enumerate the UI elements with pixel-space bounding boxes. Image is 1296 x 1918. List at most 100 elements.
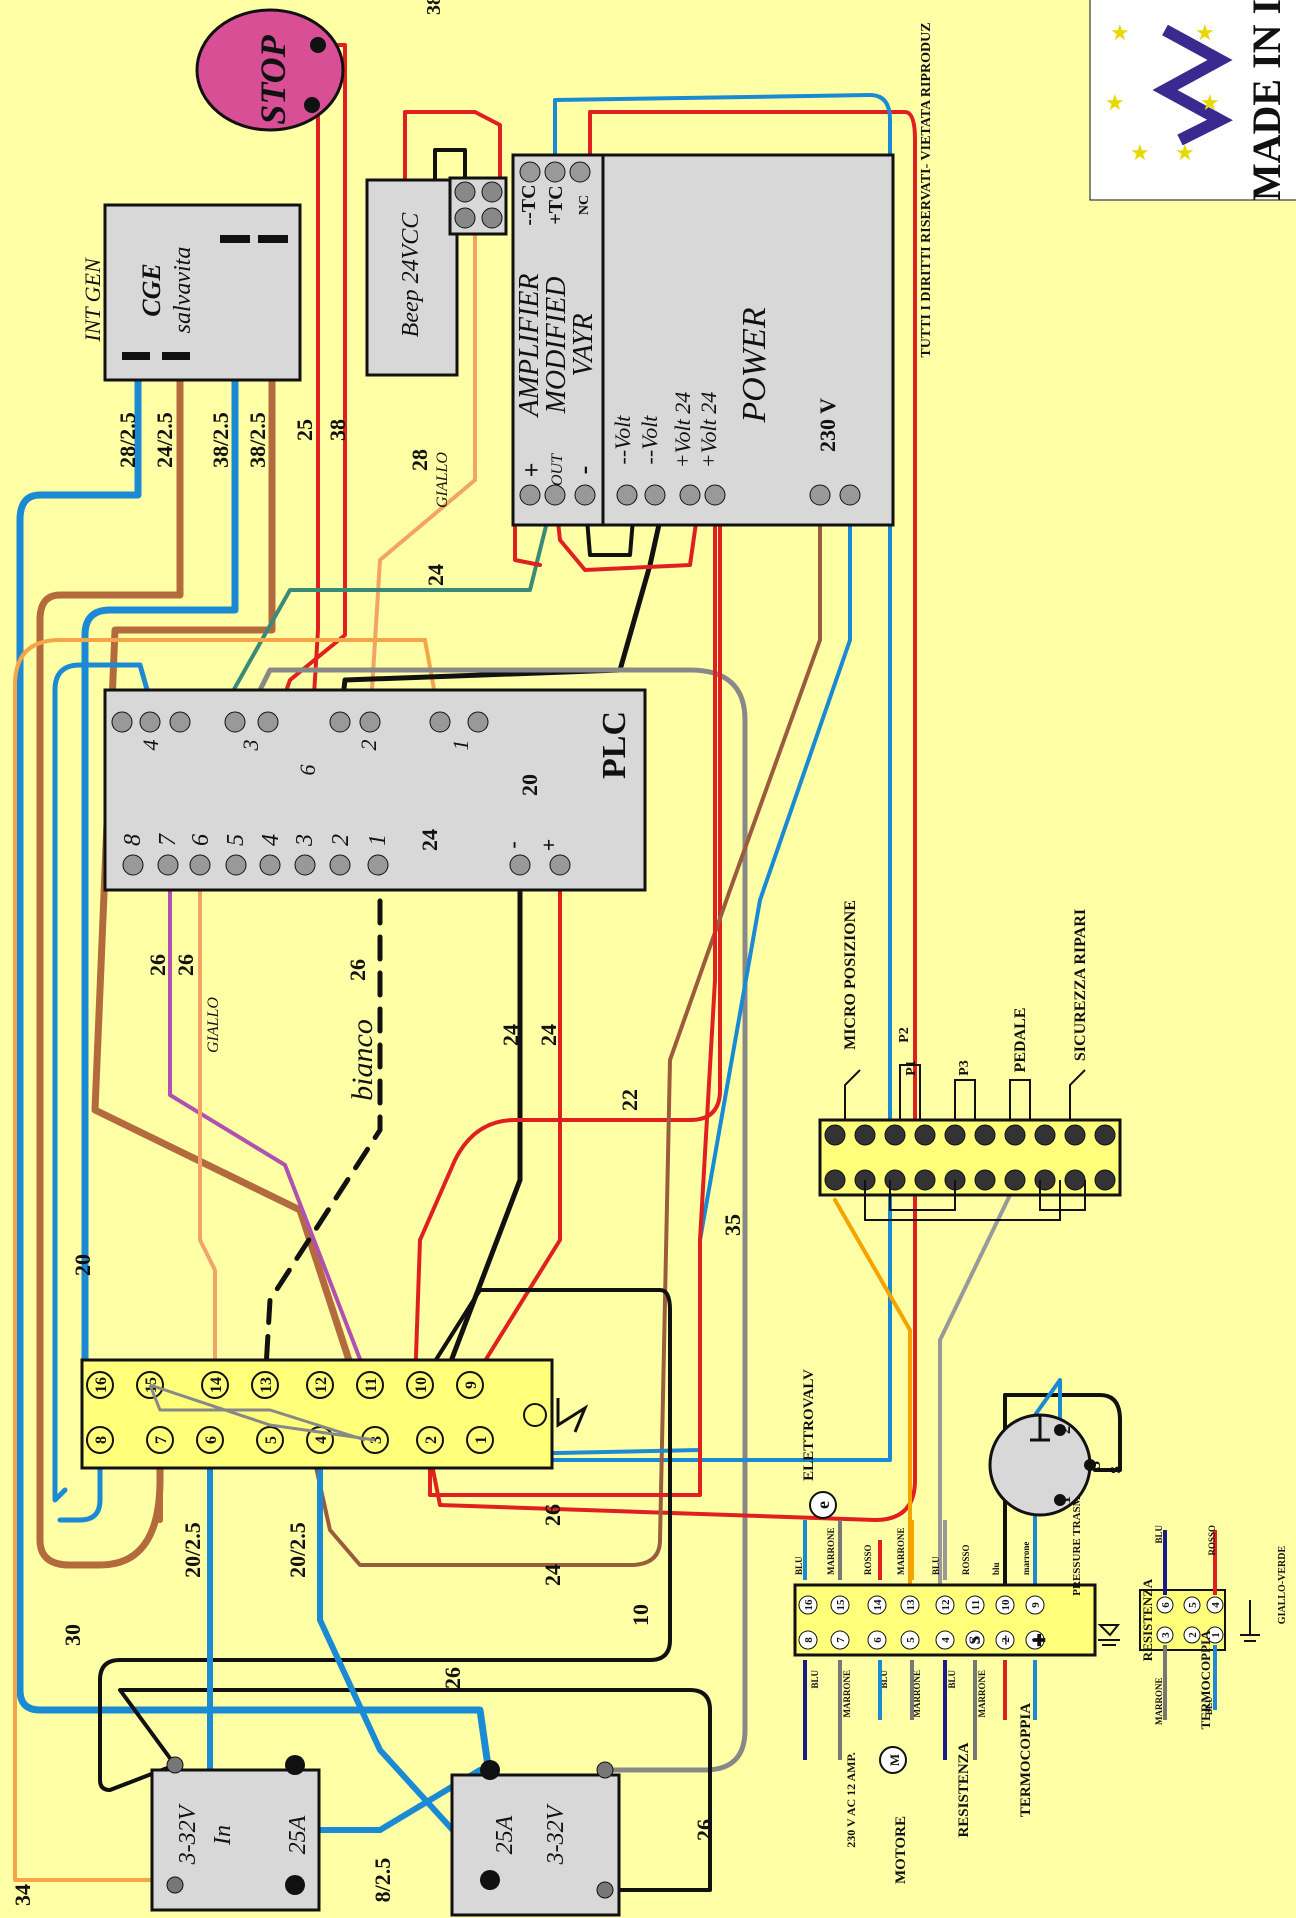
small-top-color-label: ROSSO xyxy=(863,1544,873,1575)
label-24-25: 24/2.5 xyxy=(152,412,177,468)
res-block-resistenza: RESISTENZA xyxy=(1140,1578,1155,1661)
wire-brown-power xyxy=(308,493,822,1567)
cge-title: CGE xyxy=(137,263,166,316)
label-25: 25 xyxy=(292,419,317,441)
label-26-bottom: 26 xyxy=(540,1504,565,1526)
terminal-bottom-label: 1 xyxy=(473,1436,490,1444)
sensor-pin-2: 2 xyxy=(1057,1426,1074,1434)
wire-purple-26 xyxy=(168,863,372,1387)
switch-terminal xyxy=(1094,1124,1116,1146)
wire-gray-pedale xyxy=(938,1193,1012,1587)
small-terminal-bottom-label: 5 xyxy=(905,1637,917,1643)
terminal-top-11 xyxy=(356,1371,384,1399)
wire-blue-8 xyxy=(57,1382,103,1523)
label-20-left: 20 xyxy=(70,1254,95,1276)
label-20-plc: 20 xyxy=(517,774,542,796)
pressure-trasmit-label: PRESSURE TRASMIT xyxy=(1071,1484,1083,1596)
motore-label: MOTORE xyxy=(893,1816,909,1884)
switch-terminal xyxy=(884,1124,906,1146)
small-terminal-bottom xyxy=(1025,1630,1045,1650)
label-28-25: 28/2.5 xyxy=(115,412,140,468)
wire-blue-28 xyxy=(16,351,494,1784)
small-terminal-top-label: 10 xyxy=(1000,1599,1012,1611)
plc-top-6: 6 xyxy=(295,765,320,776)
small-terminal-bottom-label: 6 xyxy=(872,1637,884,1643)
res-block-blu: BLU xyxy=(1154,1525,1164,1544)
plc-bottom-6: 6 xyxy=(188,834,214,846)
small-terminal-bottom xyxy=(798,1630,818,1650)
switch-p2-label: P2 xyxy=(897,1027,912,1043)
switch-terminal xyxy=(944,1124,966,1146)
relay-left-voltage: 3-32V xyxy=(175,1803,201,1865)
small-terminal-top xyxy=(1025,1595,1045,1615)
small-terminal-bottom-label: 3 xyxy=(970,1637,982,1643)
label-38: 38 xyxy=(325,419,350,441)
terminal-bottom-label: 3 xyxy=(368,1436,385,1444)
power-volt-plus2: +Volt 24 xyxy=(696,392,721,469)
switch-terminal xyxy=(914,1124,936,1146)
label-24-plc: 24 xyxy=(417,829,442,851)
terminal-top-label: 12 xyxy=(313,1377,330,1393)
plc-top-3: 3 xyxy=(238,740,263,752)
terminal-bottom-label: 8 xyxy=(93,1436,110,1444)
amplifier: --TC +TC NC AMPLIFIER MODIFIED VAYR + OU… xyxy=(511,153,895,527)
cge-breaker: CGE salvavita xyxy=(103,203,302,382)
plc-bottom-terminals xyxy=(122,854,571,876)
wire-blue-20 xyxy=(52,662,153,1503)
terminal-top-14 xyxy=(201,1371,229,1399)
ac-label: 230 V AC 12 AMP. xyxy=(844,1752,858,1847)
wire-black-loop xyxy=(98,1288,672,1792)
plc-title: PLC xyxy=(596,711,633,779)
small-terminal-bottom-label: 1 xyxy=(1030,1637,1042,1643)
switch-terminal xyxy=(1064,1124,1086,1146)
label-26-bianco: 26 xyxy=(345,959,370,981)
small-bottom-color-label: BLU xyxy=(947,1670,957,1689)
logo-star-icon: ★ xyxy=(1195,20,1215,45)
wire-blue-tc xyxy=(458,93,892,1462)
wire-blue-38 xyxy=(81,231,239,1424)
small-terminal-top xyxy=(798,1595,818,1615)
small-terminal-bottom xyxy=(900,1630,920,1650)
small-terminal-top-label: 12 xyxy=(940,1599,952,1611)
termocoppia-label: TERMOCOPPIA xyxy=(1018,1703,1034,1817)
label-bianco: bianco xyxy=(346,1019,379,1101)
amp-minus: - xyxy=(569,466,598,475)
wire-red-22 xyxy=(413,493,722,1387)
plc-plus: + xyxy=(536,839,561,852)
switch-terminal xyxy=(1034,1169,1056,1191)
amp-plus: + xyxy=(517,463,546,478)
small-bottom-color-label: BLU xyxy=(879,1670,889,1689)
wire-orange-microposizione xyxy=(833,1198,912,1587)
label-26-mid: 26 xyxy=(440,1667,465,1689)
copyright-text: TUTTI I DIRITTI RISERVATI- VIETATA RIPRO… xyxy=(919,22,934,357)
resistenza-block: 6 5 4 3 2 1 RESISTENZA TERMOCOPPIA GIALL… xyxy=(1139,1525,1288,1729)
small-terminal-top-label: 14 xyxy=(872,1599,884,1611)
wire-beige-giallo xyxy=(198,863,217,1387)
plc-bottom-3: 3 xyxy=(292,834,318,847)
power-volt-plus1: +Volt 24 xyxy=(670,392,695,469)
small-terminal-bottom xyxy=(830,1630,850,1650)
elettrovalv-label: ELETTROVALV xyxy=(801,1369,817,1481)
small-terminal-bottom-label: 2 xyxy=(1000,1637,1012,1643)
terminal-bottom-8 xyxy=(86,1426,114,1454)
label-24-v2: 24 xyxy=(536,1024,561,1046)
label-26b: 26 xyxy=(173,954,198,976)
switch-terminal xyxy=(1004,1124,1026,1146)
terminal-bottom-7 xyxy=(146,1426,174,1454)
small-minus-label: – xyxy=(994,1635,1014,1646)
beep-label: Beep 24VCC xyxy=(398,212,424,338)
terminal-bottom-label: 5 xyxy=(263,1436,280,1444)
made-in-text: MADE IN I xyxy=(1244,0,1289,201)
small-terminal-top xyxy=(867,1595,887,1615)
plc-bottom-1: 1 xyxy=(365,834,391,846)
res-block-giallo-verde: GIALLO-VERDE xyxy=(1277,1546,1288,1625)
label-24-mid: 24 xyxy=(423,564,448,586)
switch-sicurezza-label: SICUREZZA RIPARI xyxy=(1072,909,1089,1061)
plc-bottom-8: 8 xyxy=(120,834,146,846)
small-terminal-top xyxy=(900,1595,920,1615)
amp-tc-minus: --TC xyxy=(518,184,540,225)
small-top-color-label: blu xyxy=(991,1562,1001,1575)
switch-p1-label: P1 xyxy=(904,1060,919,1076)
switch-terminal xyxy=(914,1169,936,1191)
